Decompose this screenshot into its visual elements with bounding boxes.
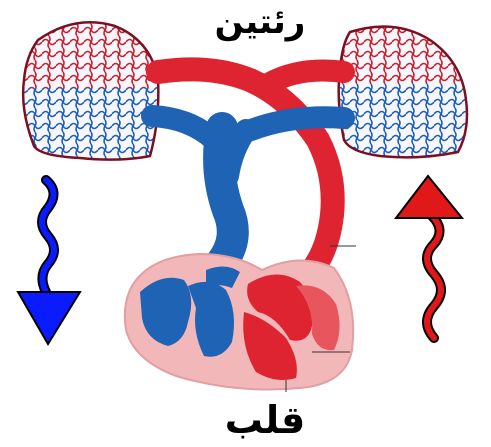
oxygenated-up-arrow <box>396 176 462 338</box>
heart-label: قلب <box>210 398 320 442</box>
left-lung <box>20 10 165 168</box>
deoxygenated-down-arrow <box>18 180 80 344</box>
heart <box>125 246 356 392</box>
blood-vessels <box>152 69 344 270</box>
lungs-label: رئتين <box>200 2 320 42</box>
right-lung <box>330 10 475 164</box>
